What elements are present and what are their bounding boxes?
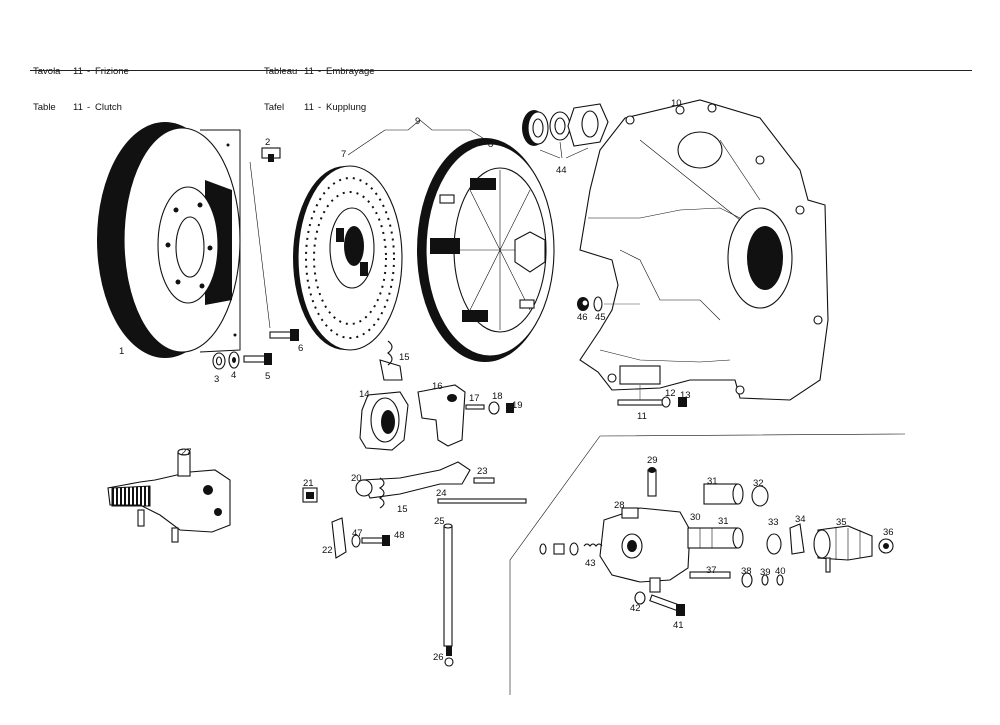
header-right: Tableau 11 - Embrayage Tafel 11 - Kupplu… [264,42,375,126]
callout-3: 3 [214,374,219,385]
callout-40: 40 [775,566,786,577]
callout-29: 29 [647,455,658,466]
clutch-disc-part [293,165,403,351]
callout-44: 44 [556,165,567,176]
callout-30: 30 [690,512,701,523]
callout-23: 23 [477,466,488,477]
bell-housing-part [579,99,829,401]
callout-18: 18 [492,391,503,402]
pin-washer-clip-set [465,401,514,415]
callout-14: 14 [359,389,370,400]
header-dash: - [318,66,322,77]
header-name: Clutch [95,102,122,113]
callout-4: 4 [231,370,236,381]
callout-45: 45 [595,312,606,323]
washer-bolt-set [212,351,272,370]
header-number: 11 [304,102,314,113]
spring-part [378,340,393,509]
header-left: Tavola 11 - Frizione Table 11 - Clutch [33,42,129,126]
callout-11: 11 [637,411,647,422]
callout-21: 21 [303,478,314,489]
callout-36: 36 [883,527,894,538]
header-name: Kupplung [326,102,367,113]
callout-13: 13 [680,390,691,401]
header-rule [30,70,972,71]
callout-10: 10 [671,98,682,109]
adjuster-nut [302,487,318,503]
callout-labels: 1 2 3 4 5 6 7 8 9 10 11 12 13 14 15 15 1… [119,98,894,663]
callout-43: 43 [585,558,596,569]
callout-42: 42 [630,603,641,614]
callout-7: 7 [341,149,346,160]
callout-20: 20 [351,473,362,484]
callout-26: 26 [433,652,444,663]
header-word: Table [33,102,56,113]
master-cylinder-part [539,467,894,616]
callout-15b: 15 [397,504,408,515]
group-bracket [347,119,487,156]
header-number: 11 [73,66,83,77]
callout-37: 37 [706,565,717,576]
callout-8: 8 [488,139,493,150]
header-number: 11 [73,102,83,113]
flywheel-bolt [269,329,299,341]
callout-22: 22 [322,545,333,556]
callout-5: 5 [265,371,270,382]
callout-25: 25 [434,516,445,527]
callout-31b: 31 [718,516,729,527]
callout-16: 16 [432,381,443,392]
header-number: 11 [304,66,314,77]
dowel-part [249,147,281,329]
callout-19: 19 [512,400,523,411]
callout-6: 6 [298,343,303,354]
header-row-de: Tafel 11 - Kupplung [264,102,375,114]
callout-47: 47 [352,528,363,539]
callout-1: 1 [119,346,124,357]
callout-15a: 15 [399,352,410,363]
flywheel-part [97,122,241,358]
header-word: Tableau [264,66,298,77]
header-word: Tafel [264,102,285,113]
header-dash: - [318,102,322,113]
callout-34: 34 [795,514,806,525]
callout-48: 48 [394,530,405,541]
callout-46: 46 [577,312,588,323]
clip-bolt-set [331,517,390,559]
master-cylinder-boundary [509,433,906,695]
callout-32: 32 [753,478,764,489]
slave-cylinder-part [107,448,231,543]
callout-38: 38 [741,566,752,577]
header-row-it: Tavola 11 - Frizione [33,66,129,78]
bushing-set [522,103,609,159]
header-row-fr: Tableau 11 - Embrayage [264,66,375,78]
header-dash: - [87,66,91,77]
callout-17: 17 [469,393,480,404]
rod-set [437,477,527,667]
callout-31a: 31 [707,476,718,487]
header-name: Embrayage [326,66,375,77]
callout-9: 9 [415,116,420,127]
callout-28: 28 [614,500,625,511]
callout-27: 27 [181,447,192,458]
callout-35: 35 [836,517,847,528]
callout-41: 41 [673,620,684,631]
pressure-plate-part [417,138,555,362]
stud-washer-nut-set [617,385,687,408]
nut-washer-45-46 [577,296,640,312]
callout-12: 12 [665,388,676,399]
callout-24: 24 [436,488,447,499]
callout-39: 39 [760,567,771,578]
header-name: Frizione [95,66,129,77]
callout-33: 33 [768,517,779,528]
release-fork-part [355,384,471,499]
header-dash: - [87,102,91,113]
header-word: Tavola [33,66,61,77]
bearing-carrier-part [359,359,409,451]
header-row-en: Table 11 - Clutch [33,102,129,114]
callout-2: 2 [265,137,270,148]
